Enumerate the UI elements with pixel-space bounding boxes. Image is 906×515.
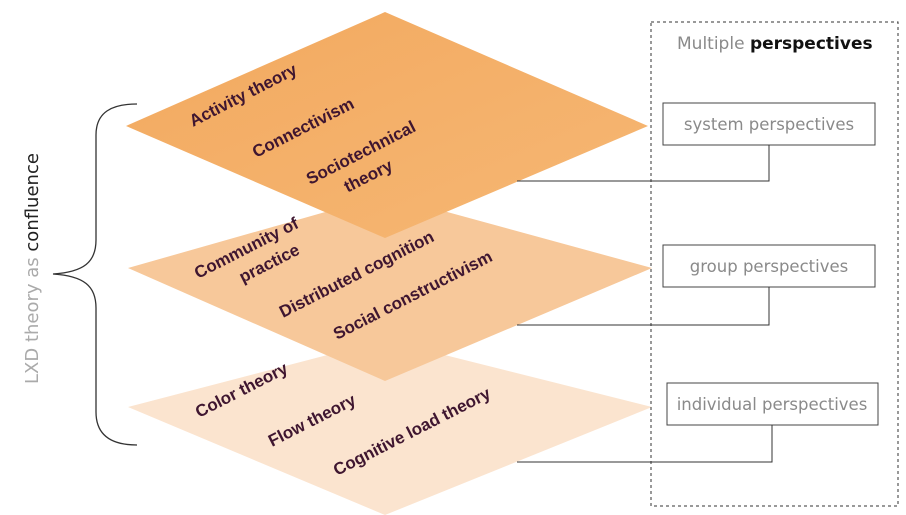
- perspective-box: [666, 382, 879, 426]
- side-label: LXD theory as confluence: [22, 153, 43, 384]
- layer-individual-diamond: [128, 340, 652, 515]
- panel-title-prefix: Multiple: [677, 34, 750, 54]
- layer-group-diamond: [128, 195, 652, 381]
- panel-title-emphasis: perspectives: [750, 34, 873, 54]
- confluence-brace: [52, 103, 138, 446]
- perspective-box: [662, 102, 876, 146]
- perspective-individual: individual perspectives: [517, 382, 879, 463]
- perspective-system: system perspectives: [517, 102, 876, 182]
- perspective-group: group perspectives: [517, 244, 876, 326]
- perspectives-panel: [650, 21, 899, 507]
- perspective-box: [662, 244, 876, 288]
- side-label-emphasis: confluence: [22, 153, 43, 252]
- perspective-label: group perspectives: [690, 257, 848, 276]
- connector-line: [517, 425, 773, 463]
- panel-title: Multiple perspectives: [677, 34, 873, 54]
- connector-line: [517, 287, 770, 326]
- connector-line: [517, 145, 770, 182]
- perspective-label: individual perspectives: [677, 395, 868, 414]
- side-label-prefix: LXD theory as: [22, 252, 43, 384]
- perspective-label: system perspectives: [684, 115, 854, 134]
